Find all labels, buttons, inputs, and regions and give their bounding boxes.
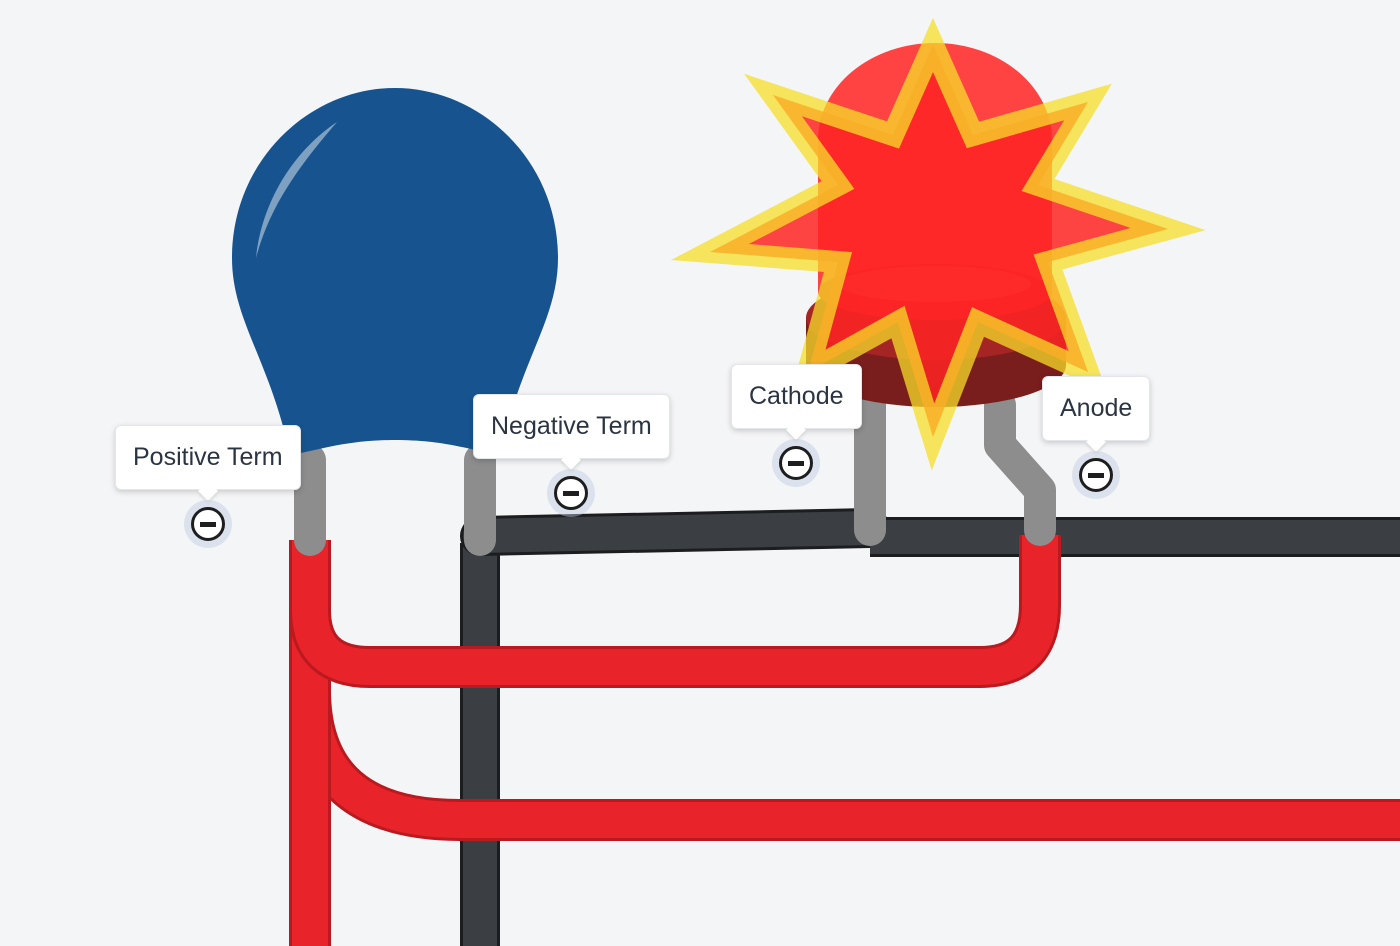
minus-circle-icon [779,446,813,480]
positive-term-label: Positive Term [115,425,301,490]
negative-term-button[interactable] [547,469,595,517]
anode-button[interactable] [1072,451,1120,499]
flash-burst-icon [671,17,1206,471]
led-leads [854,389,1056,546]
minus-circle-icon [554,476,588,510]
red-wires [289,535,1400,946]
cathode-label: Cathode [731,364,862,429]
bulb-leads [294,444,496,556]
black-wires [460,508,1400,946]
positive-term-button[interactable] [184,500,232,548]
cathode-button[interactable] [772,439,820,487]
minus-circle-icon [191,507,225,541]
negative-term-label: Negative Term [473,394,670,459]
anode-label: Anode [1042,376,1151,441]
minus-circle-icon [1079,458,1113,492]
bulb-icon[interactable] [232,88,558,455]
